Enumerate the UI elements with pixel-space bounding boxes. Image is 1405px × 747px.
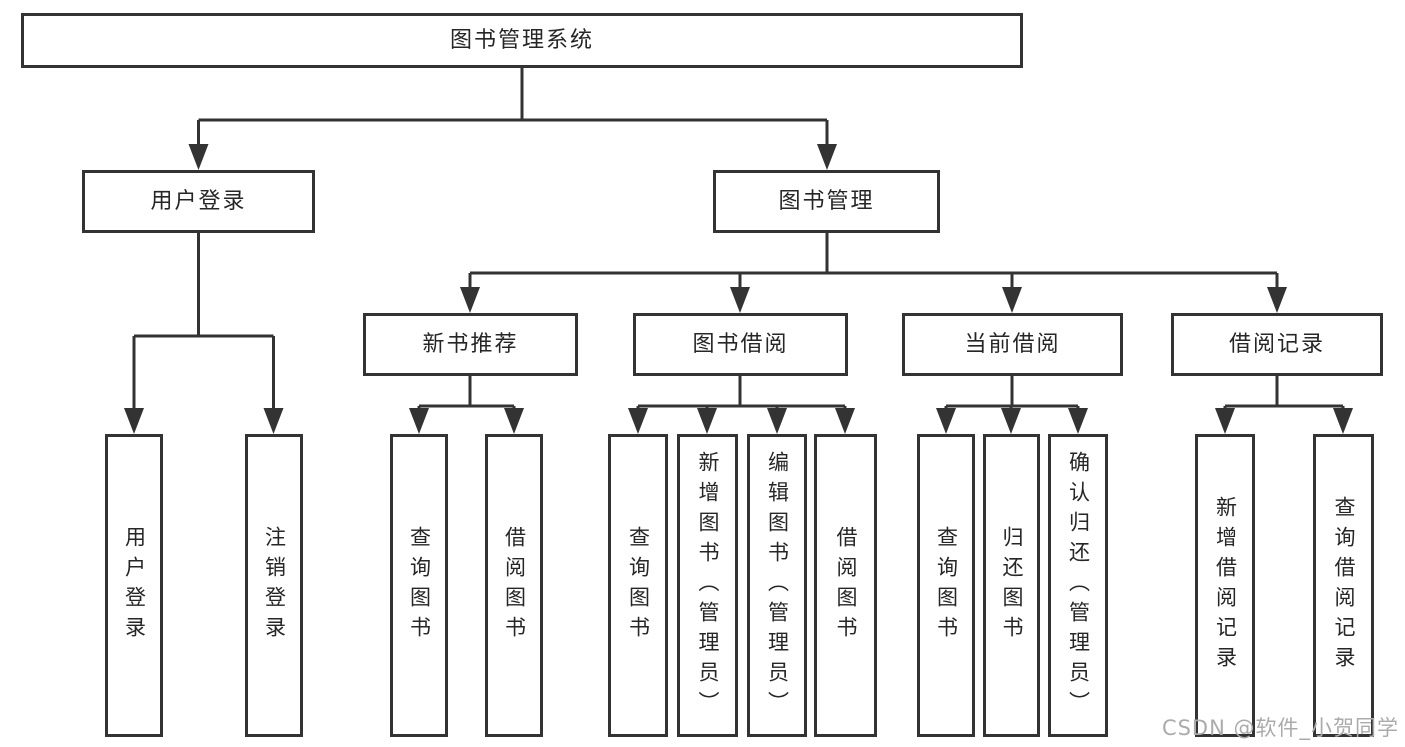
node-root: 图书管理系统	[21, 13, 1023, 68]
node-user-login: 用户登录	[82, 170, 315, 233]
node-nb-query-books: 查询图书	[390, 434, 448, 737]
node-bb-add-books-admin: 新增图书（管理员）	[677, 434, 738, 737]
connector-current-borrow	[944, 376, 1080, 412]
node-logout: 注销登录	[245, 434, 303, 737]
node-nb-borrow-books: 借阅图书	[485, 434, 543, 737]
node-user-login-leaf: 用户登录	[105, 434, 163, 737]
connector-user-login	[132, 233, 275, 412]
node-borrow-records: 借阅记录	[1171, 313, 1383, 376]
node-br-query-record: 查询借阅记录	[1313, 434, 1374, 737]
node-book-borrow: 图书借阅	[633, 313, 848, 376]
connector-new-book-rec	[417, 376, 516, 412]
connector-book-mgmt	[468, 233, 1279, 291]
node-cb-return-books: 归还图书	[983, 434, 1040, 737]
node-cb-query-books: 查询图书	[917, 434, 975, 737]
node-new-book-rec: 新书推荐	[363, 313, 578, 376]
node-current-borrow: 当前借阅	[902, 313, 1123, 376]
node-bb-edit-books-admin: 编辑图书（管理员）	[747, 434, 807, 737]
node-book-mgmt: 图书管理	[713, 170, 940, 233]
connector-borrow-records	[1223, 376, 1345, 412]
node-bb-query-books: 查询图书	[608, 434, 668, 737]
connector-book-borrow	[636, 376, 847, 412]
node-br-add-record: 新增借阅记录	[1195, 434, 1255, 737]
csdn-watermark: CSDN @软件_小贺同学	[1161, 716, 1399, 740]
node-cb-confirm-return-admin: 确认归还（管理员）	[1048, 434, 1108, 737]
connector-root	[197, 68, 829, 146]
node-bb-borrow-books: 借阅图书	[814, 434, 877, 737]
